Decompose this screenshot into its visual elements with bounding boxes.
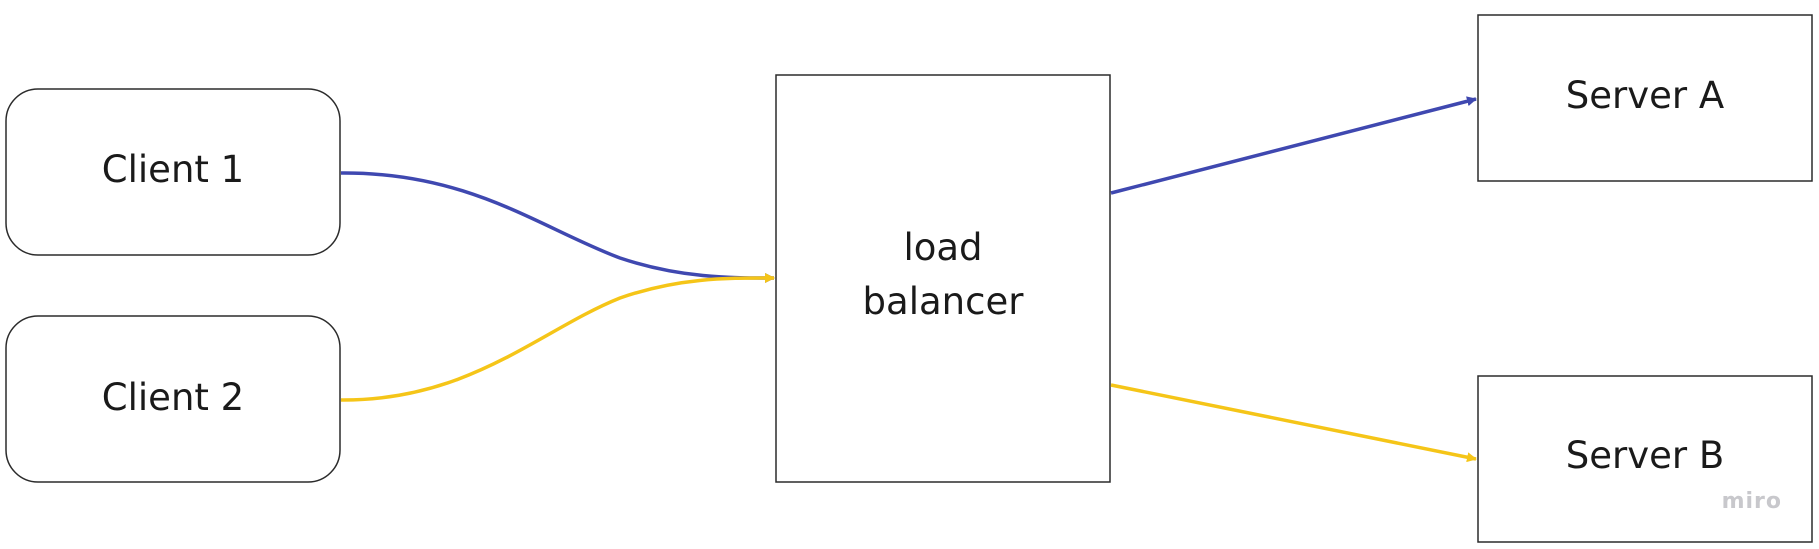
client-1-node[interactable]: Client 1 xyxy=(5,88,341,256)
connector-client-1-to-load-balancer[interactable] xyxy=(340,171,775,283)
connector-load-balancer-to-server-a[interactable] xyxy=(1110,96,1477,195)
load-balancer-label-line-1: load xyxy=(903,226,982,269)
server-b-node[interactable]: Server B xyxy=(1477,375,1813,543)
connector-load-balancer-to-server-b[interactable] xyxy=(1110,383,1477,463)
load-balancer-node[interactable]: load balancer xyxy=(775,74,1111,483)
server-a-box xyxy=(1477,14,1813,182)
server-a-label: Server A xyxy=(1566,74,1724,117)
client-2-box xyxy=(5,315,341,483)
miro-watermark: miro xyxy=(1722,489,1782,514)
client-2-label: Client 2 xyxy=(102,376,244,419)
server-b-box xyxy=(1477,375,1813,543)
client-1-box xyxy=(5,88,341,256)
load-balancer-box xyxy=(775,74,1111,483)
server-a-node[interactable]: Server A xyxy=(1477,14,1813,182)
client-1-label: Client 1 xyxy=(102,148,244,191)
client-2-node[interactable]: Client 2 xyxy=(5,315,341,483)
connector-client-2-to-load-balancer[interactable] xyxy=(340,272,775,402)
server-b-label: Server B xyxy=(1566,434,1724,477)
load-balancer-label-line-2: balancer xyxy=(863,280,1025,323)
